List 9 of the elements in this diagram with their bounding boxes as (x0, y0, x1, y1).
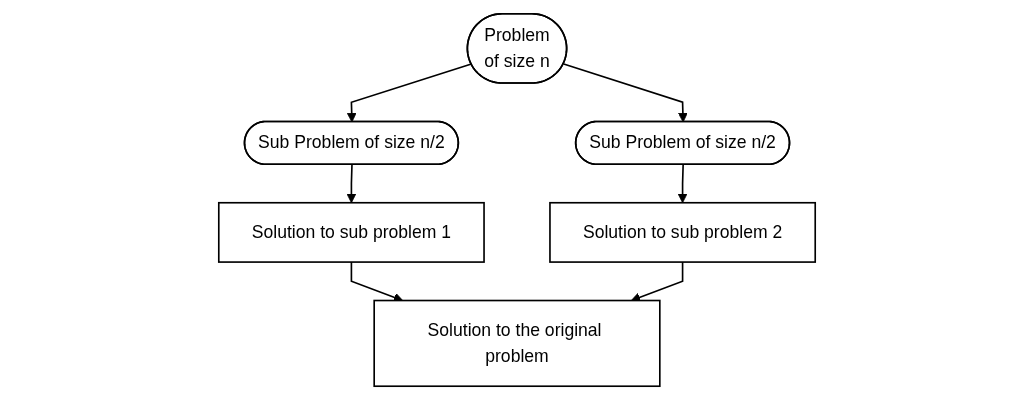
arrow (350, 261, 404, 302)
arrow (630, 261, 684, 302)
arrow (677, 164, 688, 204)
node-box: Solution to the original problem (373, 299, 661, 388)
arrow (346, 63, 473, 123)
node-box: Solution to sub problem 1 (217, 201, 485, 263)
arrow (346, 164, 357, 204)
arrow (562, 63, 688, 123)
node-box: Solution to sub problem 2 (549, 201, 817, 263)
